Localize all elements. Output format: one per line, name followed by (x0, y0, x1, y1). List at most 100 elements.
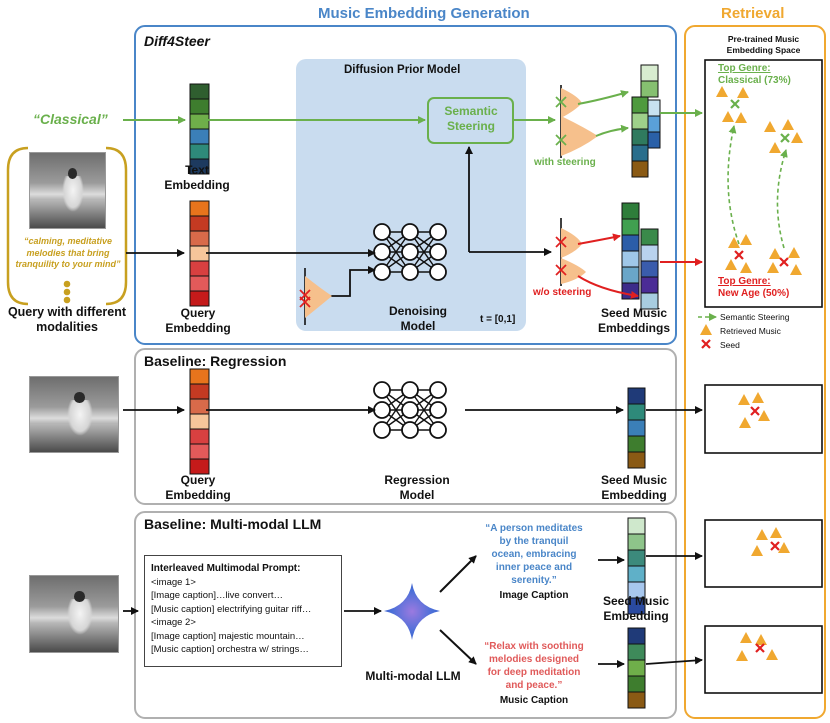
mllm-music-seed-embedding (627, 627, 646, 709)
unsteered-seed-marker (779, 257, 789, 267)
retrieved-music-marker (739, 417, 751, 428)
seed-emb-steered-c (647, 99, 661, 149)
diffusion-prior-title: Diffusion Prior Model (344, 64, 461, 76)
retrieved-music-marker (758, 410, 770, 421)
embedding-columns (189, 64, 661, 709)
music-caption-label: Music Caption (499, 695, 569, 706)
interleaved-prompt-box: Interleaved Multimodal Prompt: <image 1>… (144, 555, 342, 667)
legend-semantic-steering: Semantic Steering (720, 312, 790, 322)
retrieved-music-marker (790, 264, 802, 275)
retrieved-music-marker (738, 394, 750, 405)
retrieved-music-marker (755, 634, 767, 645)
regression-panel (134, 348, 677, 505)
retrieved-music-marker (756, 529, 768, 540)
seed-emb-unsteered-b (640, 228, 659, 310)
retrieved-music-marker (740, 262, 752, 273)
prompt-title: Interleaved Multimodal Prompt: (151, 563, 301, 574)
regression-query-image (29, 376, 119, 453)
seed-marker (755, 643, 765, 653)
retrieved-music-marker (788, 247, 800, 258)
retrieved-music-marker (740, 632, 752, 643)
regression-query-embedding (189, 368, 210, 475)
retrieved-music-marker (737, 87, 749, 98)
retrieved-music-marker (767, 262, 779, 273)
seed-emb-steered-a (640, 64, 659, 98)
wo-steering-label: w/o steering (533, 287, 592, 298)
text-embedding (189, 83, 210, 175)
seed-emb-unsteered-a (621, 202, 640, 300)
with-steering-label: with steering (534, 157, 596, 168)
image-caption-label: Image Caption (499, 590, 569, 601)
query-image (29, 152, 106, 229)
retrieved-music-marker (778, 542, 790, 553)
legend-seed-icon (701, 339, 711, 349)
denoising-model-icon (373, 223, 447, 281)
diff4steer-title: Diff4Steer (144, 33, 210, 49)
retrieved-music-marker (752, 392, 764, 403)
prompt-line: <image 1> (151, 576, 196, 588)
mllm-title: Baseline: Multi-modal LLM (144, 516, 322, 532)
retrieved-music-marker (722, 111, 734, 122)
seed-emb-steered-b (631, 96, 649, 178)
regression-model-icon (373, 381, 447, 439)
mllm-panel (134, 511, 677, 719)
prompt-line: <image 2> (151, 617, 196, 628)
retrieval-header: Retrieval (721, 5, 785, 22)
retrieval-panel (684, 25, 826, 719)
top-genre-classical: Top Genre: Classical (73%) (718, 63, 791, 86)
retrieved-music-marker (728, 237, 740, 248)
llm-label: Multi-modal LLM (365, 669, 461, 683)
prompt-line: [Music caption] orchestra w/ strings… (151, 644, 309, 655)
timestep-label: t = [0,1] (480, 314, 516, 325)
seed-marker (770, 541, 780, 551)
retrieved-music-marker (740, 234, 752, 245)
mllm-query-image (29, 575, 119, 653)
retrieved-music-marker (736, 650, 748, 661)
retrieved-music-marker (716, 86, 728, 97)
unsteered-seed-marker (734, 250, 744, 260)
mllm-result-box-music (704, 625, 823, 694)
prompt-line: [Image caption] majestic mountain… (151, 630, 305, 642)
retrieved-music-marker (751, 545, 763, 556)
music-embedding-generation-header: Music Embedding Generation (318, 5, 530, 22)
retrieval-markers (700, 86, 803, 661)
retrieved-music-marker (782, 119, 794, 130)
semantic-steering-box (427, 97, 514, 144)
regression-title: Baseline: Regression (144, 353, 287, 369)
retrieved-music-marker (735, 112, 747, 123)
diff4steer-panel (134, 25, 677, 345)
legend-triangle-icon (700, 324, 712, 335)
llm-star-icon (384, 583, 440, 640)
retrieved-music-marker (770, 527, 782, 538)
prompt-line: [Image caption]…live convert… (151, 590, 284, 601)
legend-retrieved-music: Retrieved Music (720, 326, 781, 336)
prompt-line: [Music caption] electrifying guitar riff… (151, 603, 312, 615)
mllm-result-box-image (704, 519, 823, 588)
steered-seed-marker (730, 99, 740, 109)
retrieved-music-marker (725, 259, 737, 270)
mllm-image-seed-embedding (627, 517, 646, 615)
seed-marker (750, 406, 760, 416)
retrieved-music-marker (764, 121, 776, 132)
retrieved-music-marker (766, 649, 778, 660)
regression-result-box (704, 384, 823, 454)
neural-network-icons (373, 223, 447, 439)
query-bracket (6, 146, 128, 306)
top-genre-new-age: Top Genre: New Age (50%) (718, 276, 790, 299)
